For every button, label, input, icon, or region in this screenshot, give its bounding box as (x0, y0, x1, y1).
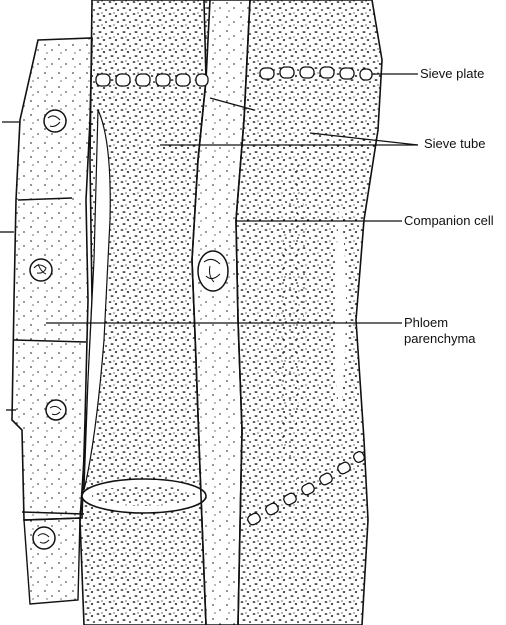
sieve-plate-diagonal (247, 450, 366, 526)
companion-cell (191, 0, 255, 625)
nucleus (45, 399, 67, 421)
label-sieve-plate: Sieve plate (420, 66, 485, 81)
nucleus (43, 109, 67, 133)
sieve-tube-left (79, 0, 211, 625)
nucleus (197, 250, 229, 292)
sieve-tube-right (235, 0, 383, 625)
leader-lines (46, 73, 419, 324)
label-companion-cell: Companion cell (404, 213, 494, 228)
label-phloem-parenchyma: Phloem parenchyma (404, 315, 476, 347)
nucleus (32, 526, 56, 550)
phloem-parenchyma-column (0, 37, 93, 605)
leader-sieve-tube-2 (309, 132, 419, 146)
label-sieve-tube: Sieve tube (424, 136, 486, 151)
label-phloem-line2: parenchyma (404, 331, 476, 346)
label-phloem-line1: Phloem (404, 315, 449, 330)
sieve-plate-top (95, 66, 373, 87)
